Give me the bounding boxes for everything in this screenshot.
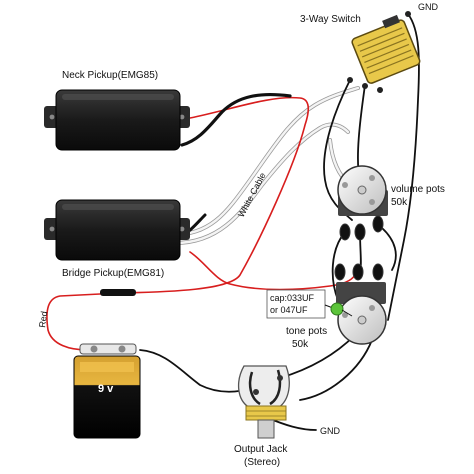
three-way-switch: 3-Way Switch GND — [300, 2, 439, 93]
cap-label-line2: or 047UF — [270, 305, 308, 315]
neck-pickup-label: Neck Pickup(EMG85) — [62, 70, 158, 81]
battery-9v: 9 v — [73, 343, 141, 439]
bridge-pickup-label: Bridge Pickup(EMG81) — [62, 268, 164, 279]
battery-label: 9 v — [98, 383, 114, 395]
switch-gnd-label: GND — [418, 2, 439, 12]
switch-lug — [347, 77, 353, 83]
neck-pickup-body — [55, 89, 181, 151]
bridge-pickup: Bridge Pickup(EMG81) — [44, 199, 190, 279]
capacitor-body — [330, 302, 344, 316]
tone-lug — [334, 263, 346, 281]
output-jack: Output Jack (Stereo) GND — [234, 365, 341, 468]
neck-pickup: Neck Pickup(EMG85) — [44, 70, 190, 151]
switch-label: 3-Way Switch — [300, 14, 361, 25]
capacitor: cap:033UF or 047UF — [266, 289, 353, 319]
red-wire-label: Red — [37, 311, 49, 329]
volume-pots-value: 50k — [391, 197, 408, 208]
volume-lug — [339, 223, 351, 241]
cap-label-line1: cap:033UF — [270, 293, 315, 303]
volume-pots-label: volume pots — [391, 184, 445, 195]
battery-body — [73, 355, 141, 439]
switch-lug — [405, 11, 411, 17]
jack-gnd-label: GND — [320, 426, 341, 436]
volume-lug — [354, 223, 366, 241]
switch-lug — [377, 87, 383, 93]
wire-connector — [100, 289, 136, 296]
output-jack-sublabel: (Stereo) — [244, 457, 280, 468]
tone-pot: tone pots 50k — [286, 263, 387, 350]
switch-lug — [362, 83, 368, 89]
cap-label-box — [266, 289, 326, 319]
switch-body — [351, 19, 421, 84]
volume-lug — [372, 215, 384, 233]
volume-pot: volume pots 50k — [337, 165, 445, 241]
tone-lug — [352, 263, 364, 281]
bridge-pickup-body — [55, 199, 181, 261]
tone-pots-value: 50k — [292, 339, 309, 350]
tone-lug — [372, 263, 384, 281]
white-cable-wires — [168, 86, 360, 245]
tone-pots-label: tone pots — [286, 326, 327, 337]
output-jack-label: Output Jack — [234, 444, 288, 455]
